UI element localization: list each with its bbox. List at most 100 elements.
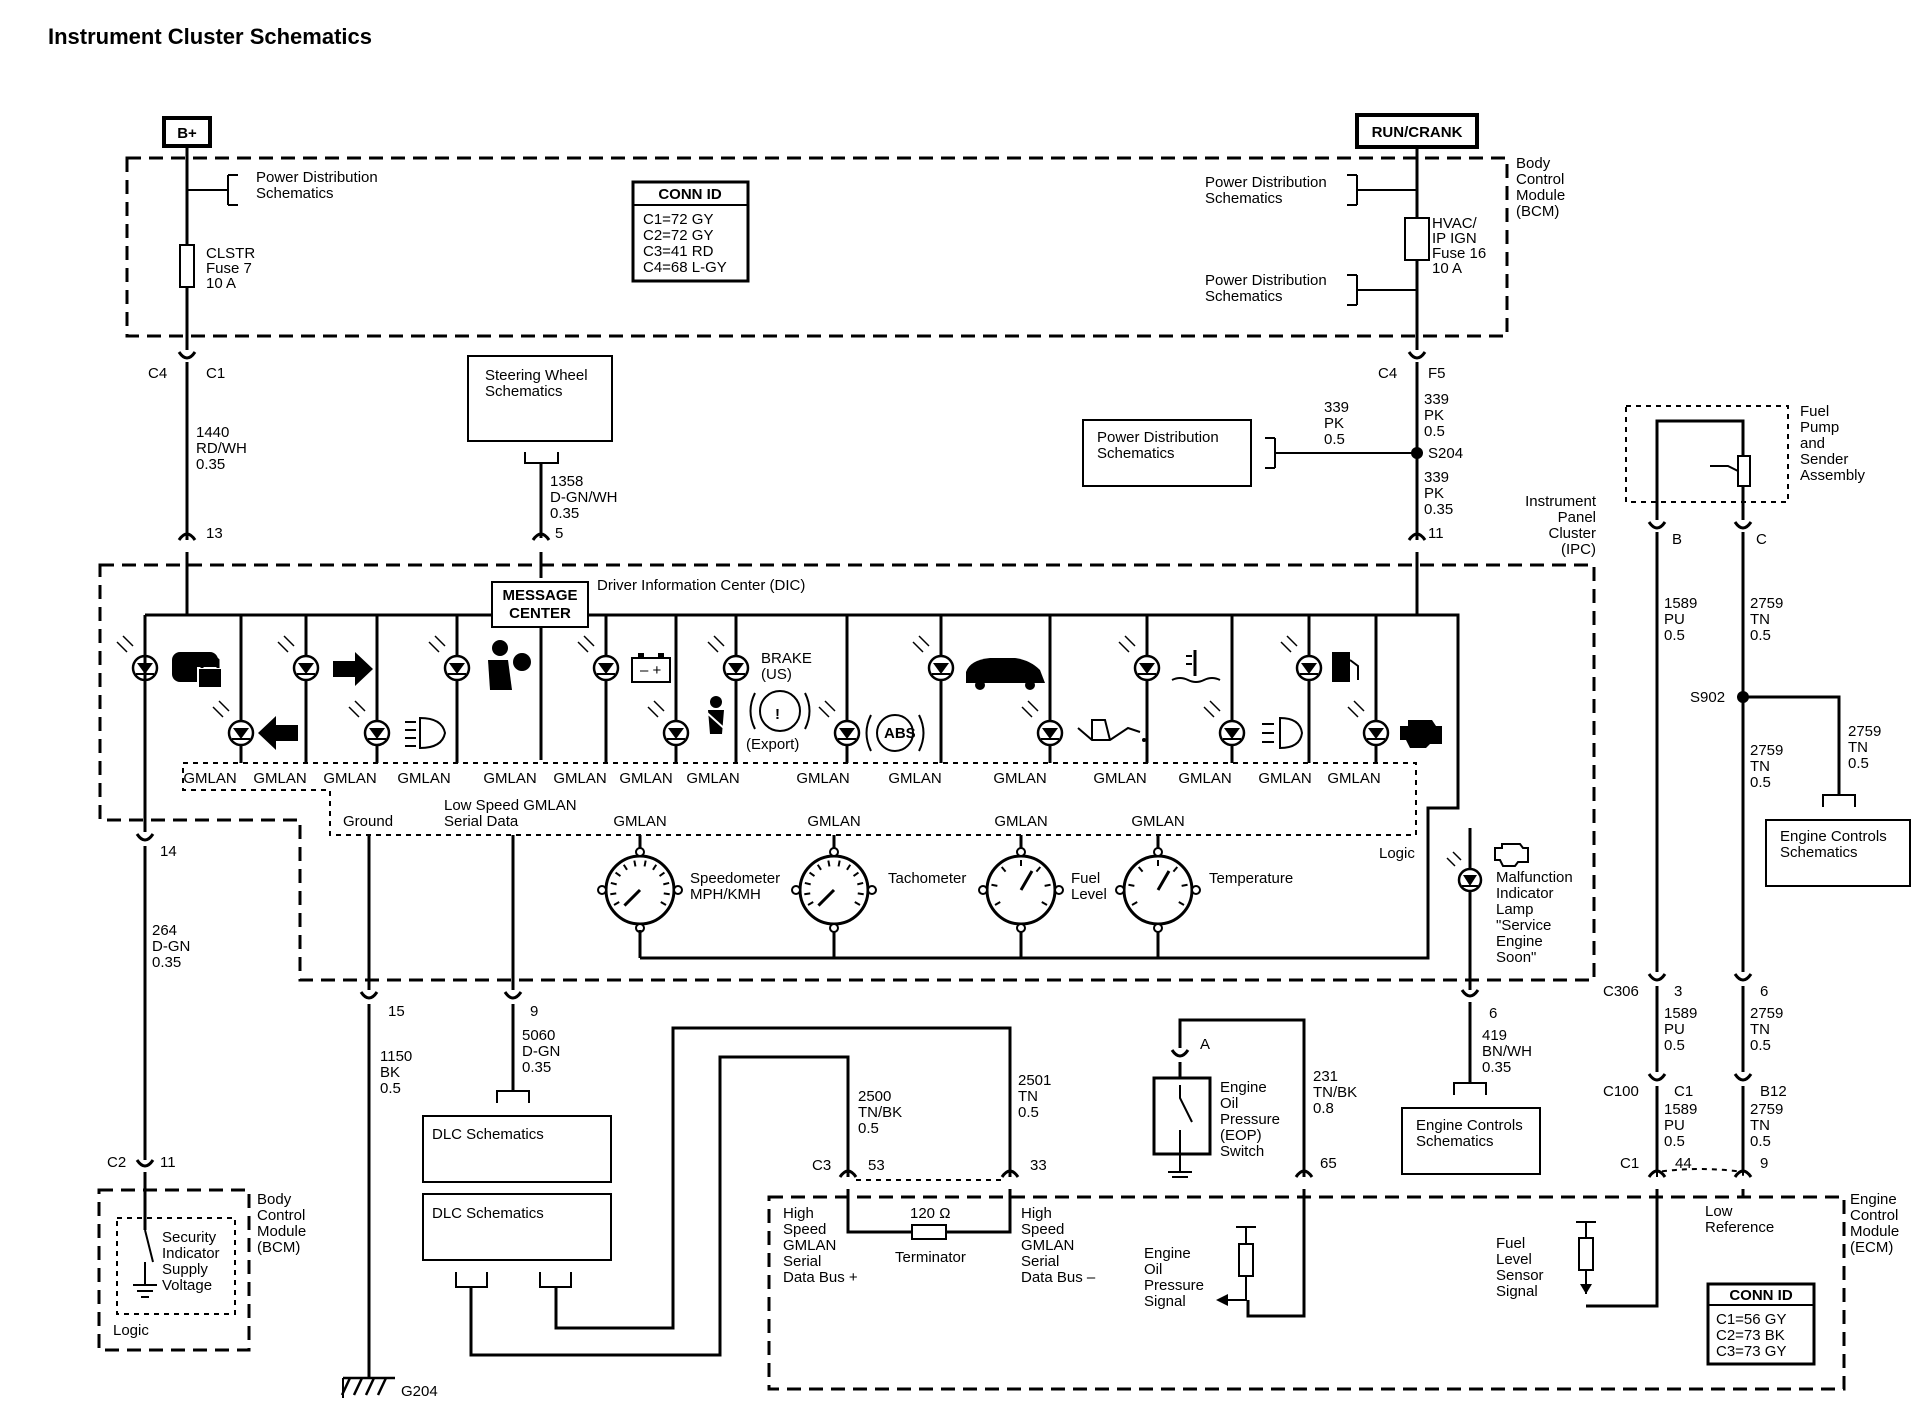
svg-text:PU: PU [1664,1117,1685,1134]
wire-1589-c: 1589 PU 0.5 [1664,1101,1697,1150]
svg-text:F5: F5 [1428,365,1446,382]
mil-label: Malfunction Indicator Lamp "Service Engi… [1496,869,1573,966]
fog-lamp-icon [1262,716,1304,750]
gauge-gmlan-label: GMLAN [1131,813,1184,830]
pin-65-connector [1294,1169,1314,1178]
low-beam-led [348,700,391,747]
low-beam-icon [405,716,447,750]
svg-text:Fuse 16: Fuse 16 [1432,245,1486,262]
svg-text:339: 339 [1424,469,1449,486]
clstr-fuse-label: CLSTR Fuse 7 10 A [206,245,255,292]
charge-led [577,635,620,682]
gmlan-label: GMLAN [619,770,672,787]
svg-text:0.5: 0.5 [1750,1133,1771,1150]
pin-15-connector [359,991,379,1000]
c306-pin6-connector [1733,973,1753,982]
fog-lamp-led [1203,700,1246,747]
pin-44-connector [1647,1169,1667,1178]
svg-text:13: 13 [206,525,223,542]
gmlan-sub-box [182,762,1417,836]
svg-text:Oil: Oil [1220,1095,1238,1112]
svg-text:Steering Wheel: Steering Wheel [485,367,588,384]
fuel-pump-label: Fuel Pump and Sender Assembly [1800,403,1866,484]
svg-text:C: C [1756,531,1767,548]
svg-text:High: High [1021,1205,1052,1222]
svg-text:0.5: 0.5 [380,1080,401,1097]
svg-text:PK: PK [1324,415,1344,432]
low-reference-label: Low Reference [1705,1203,1774,1236]
svg-text:Voltage: Voltage [162,1277,212,1294]
svg-text:Fuse 7: Fuse 7 [206,260,252,277]
svg-text:Fuel: Fuel [1496,1235,1525,1252]
svg-text:B+: B+ [177,125,197,142]
security-lock-icon [172,652,223,689]
brake-led [707,635,750,682]
svg-text:C3: C3 [812,1157,831,1174]
svg-text:!: ! [775,706,780,723]
svg-text:RUN/CRANK: RUN/CRANK [1372,124,1463,141]
svg-text:0.5: 0.5 [1750,774,1771,791]
svg-text:MESSAGE: MESSAGE [502,587,577,604]
svg-text:2759: 2759 [1750,742,1783,759]
abs-icon: ABS [865,714,925,752]
svg-text:TN: TN [1848,739,1868,756]
svg-text:CENTER: CENTER [509,605,571,622]
pin-c-connector [1733,521,1753,530]
ipc-label: Instrument Panel Cluster (IPC) [1525,493,1597,558]
svg-text:Schematics: Schematics [1205,190,1283,207]
svg-text:G204: G204 [401,1383,438,1400]
svg-text:Cluster: Cluster [1548,525,1596,542]
svg-text:Schematics: Schematics [485,383,563,400]
svg-text:HVAC/: HVAC/ [1432,215,1478,232]
gauge-gmlan-label: GMLAN [807,813,860,830]
svg-text:CONN ID: CONN ID [1729,1287,1793,1304]
svg-text:DLC Schematics: DLC Schematics [432,1126,544,1143]
security-indicator-led [116,635,159,682]
gmlan-label: GMLAN [553,770,606,787]
svg-text:Serial: Serial [783,1253,821,1270]
fuel-signal-resistor [1578,1237,1594,1271]
svg-text:C2=72 GY: C2=72 GY [643,227,713,244]
svg-text:S902: S902 [1690,689,1725,706]
c306-pin3-connector [1647,973,1667,982]
svg-text:Control: Control [257,1207,305,1224]
svg-text:C1=56 GY: C1=56 GY [1716,1311,1786,1328]
svg-text:S204: S204 [1428,445,1463,462]
svg-text:3: 3 [1674,983,1682,1000]
dlc-box-2: DLC Schematics [422,1193,612,1261]
wire-339-b: 339 PK 0.5 [1424,391,1449,440]
security-indicator-label: Security Indicator Supply Voltage [162,1229,220,1294]
svg-text:TN/BK: TN/BK [858,1104,902,1121]
gmlan-label: GMLAN [1178,770,1231,787]
svg-text:C100: C100 [1603,1083,1639,1100]
runcrank-source: RUN/CRANK [1355,113,1479,149]
eop-signal-resistor [1238,1243,1254,1277]
svg-text:Indicator: Indicator [162,1245,220,1262]
svg-text:B: B [1672,531,1682,548]
svg-text:0.35: 0.35 [522,1059,551,1076]
pin-53-connector [838,1169,858,1178]
pin-11b-connector [135,1159,155,1168]
wire-264-label: 264 D-GN 0.35 [152,922,190,971]
svg-text:BN/WH: BN/WH [1482,1043,1532,1060]
dlc-box-1: DLC Schematics [422,1115,612,1183]
svg-text:Engine: Engine [1850,1191,1897,1208]
dic-label: Driver Information Center (DIC) [597,577,805,594]
svg-text:Supply: Supply [162,1261,208,1278]
svg-text:TN: TN [1750,611,1770,628]
eop-signal-label: Engine Oil Pressure Signal [1144,1245,1204,1310]
temperature-label: Temperature [1209,870,1293,887]
ground-g204: G204 [340,1376,438,1400]
bcm-top-label: Body Control Module (BCM) [1516,155,1565,220]
svg-text:0.35: 0.35 [152,954,181,971]
svg-text:C1=72 GY: C1=72 GY [643,211,713,228]
bcm-bottom-label: Body Control Module (BCM) [257,1191,306,1256]
svg-text:D-GN: D-GN [152,938,190,955]
gmlan-label: GMLAN [397,770,450,787]
svg-text:33: 33 [1030,1157,1047,1174]
svg-text:– +: – + [640,662,662,679]
gmlan-label: GMLAN [993,770,1046,787]
hvac-fuse [1404,217,1430,261]
svg-text:C1: C1 [1620,1155,1639,1172]
pin-6-connector [1460,989,1480,998]
